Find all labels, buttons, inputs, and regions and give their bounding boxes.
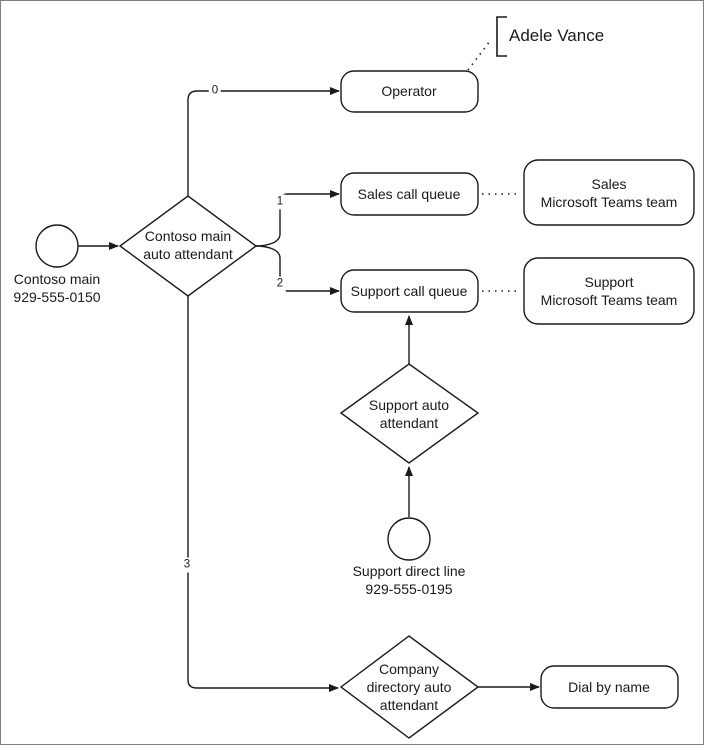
label-operator: Operator: [381, 83, 437, 99]
flow-arrow-option0-to-operator: [187, 87, 340, 196]
sales-team-line2: Microsoft Teams team: [540, 194, 678, 210]
label-adele-vance: Adele Vance: [509, 26, 605, 45]
node-dial-by-name: [540, 665, 679, 709]
support-team-line2: Microsoft Teams team: [540, 292, 678, 308]
entry-label-support-direct-line: Support direct line 929-555-0195: [353, 562, 466, 598]
support-team-line1: Support: [584, 274, 634, 290]
entry-label-contoso-main: Contoso main 929-555-0150: [13, 270, 100, 306]
flow-arrow-option3-to-directory-aa: [187, 296, 339, 692]
directory-aa-line2: directory auto: [366, 679, 452, 695]
node-support-call-queue: [340, 269, 479, 313]
diamond-support-auto-attendant: [339, 363, 480, 464]
entry-contoso-name: Contoso main: [13, 271, 101, 287]
label-contoso-main-auto-attendant: Contoso main auto attendant: [143, 227, 233, 263]
flow-arrow-option2-to-support-queue: [254, 245, 340, 295]
entry-circle-contoso-main: [35, 224, 79, 268]
node-sales-call-queue: [340, 172, 479, 216]
label-sales-teams-team: Sales Microsoft Teams team: [541, 175, 678, 211]
label-sales-call-queue: Sales call queue: [357, 186, 461, 202]
contoso-aa-line1: Contoso main: [144, 228, 232, 244]
support-aa-line2: attendant: [379, 415, 439, 431]
label-company-directory-auto-attendant: Company directory auto attendant: [367, 660, 452, 714]
menu-option-0-label: 0: [208, 83, 222, 99]
bracket-icon: [496, 16, 507, 57]
entry-support-name: Support direct line: [352, 563, 466, 579]
entry-contoso-number: 929-555-0150: [13, 289, 101, 305]
label-support-call-queue: Support call queue: [350, 283, 468, 299]
menu-option-3-label: 3: [180, 557, 194, 573]
directory-aa-line1: Company: [379, 661, 439, 677]
contoso-aa-line2: auto attendant: [143, 246, 233, 262]
entry-circle-support-direct-line: [387, 517, 431, 561]
menu-option-2-label: 2: [273, 276, 287, 292]
node-operator: [340, 70, 479, 113]
label-support-auto-attendant: Support auto attendant: [369, 396, 449, 432]
support-aa-line1: Support auto: [368, 397, 450, 413]
node-support-teams-team: [523, 257, 695, 325]
sales-team-line1: Sales: [591, 176, 627, 192]
label-support-teams-team: Support Microsoft Teams team: [541, 273, 678, 309]
dotted-link-operator-to-adele: [467, 40, 491, 71]
menu-option-1-label: 1: [273, 194, 287, 210]
node-sales-teams-team: [523, 159, 695, 226]
entry-support-number: 929-555-0195: [365, 581, 453, 597]
label-dial-by-name: Dial by name: [568, 679, 650, 695]
flow-arrow-option1-to-sales-queue: [254, 190, 340, 247]
directory-aa-line3: attendant: [379, 697, 439, 713]
